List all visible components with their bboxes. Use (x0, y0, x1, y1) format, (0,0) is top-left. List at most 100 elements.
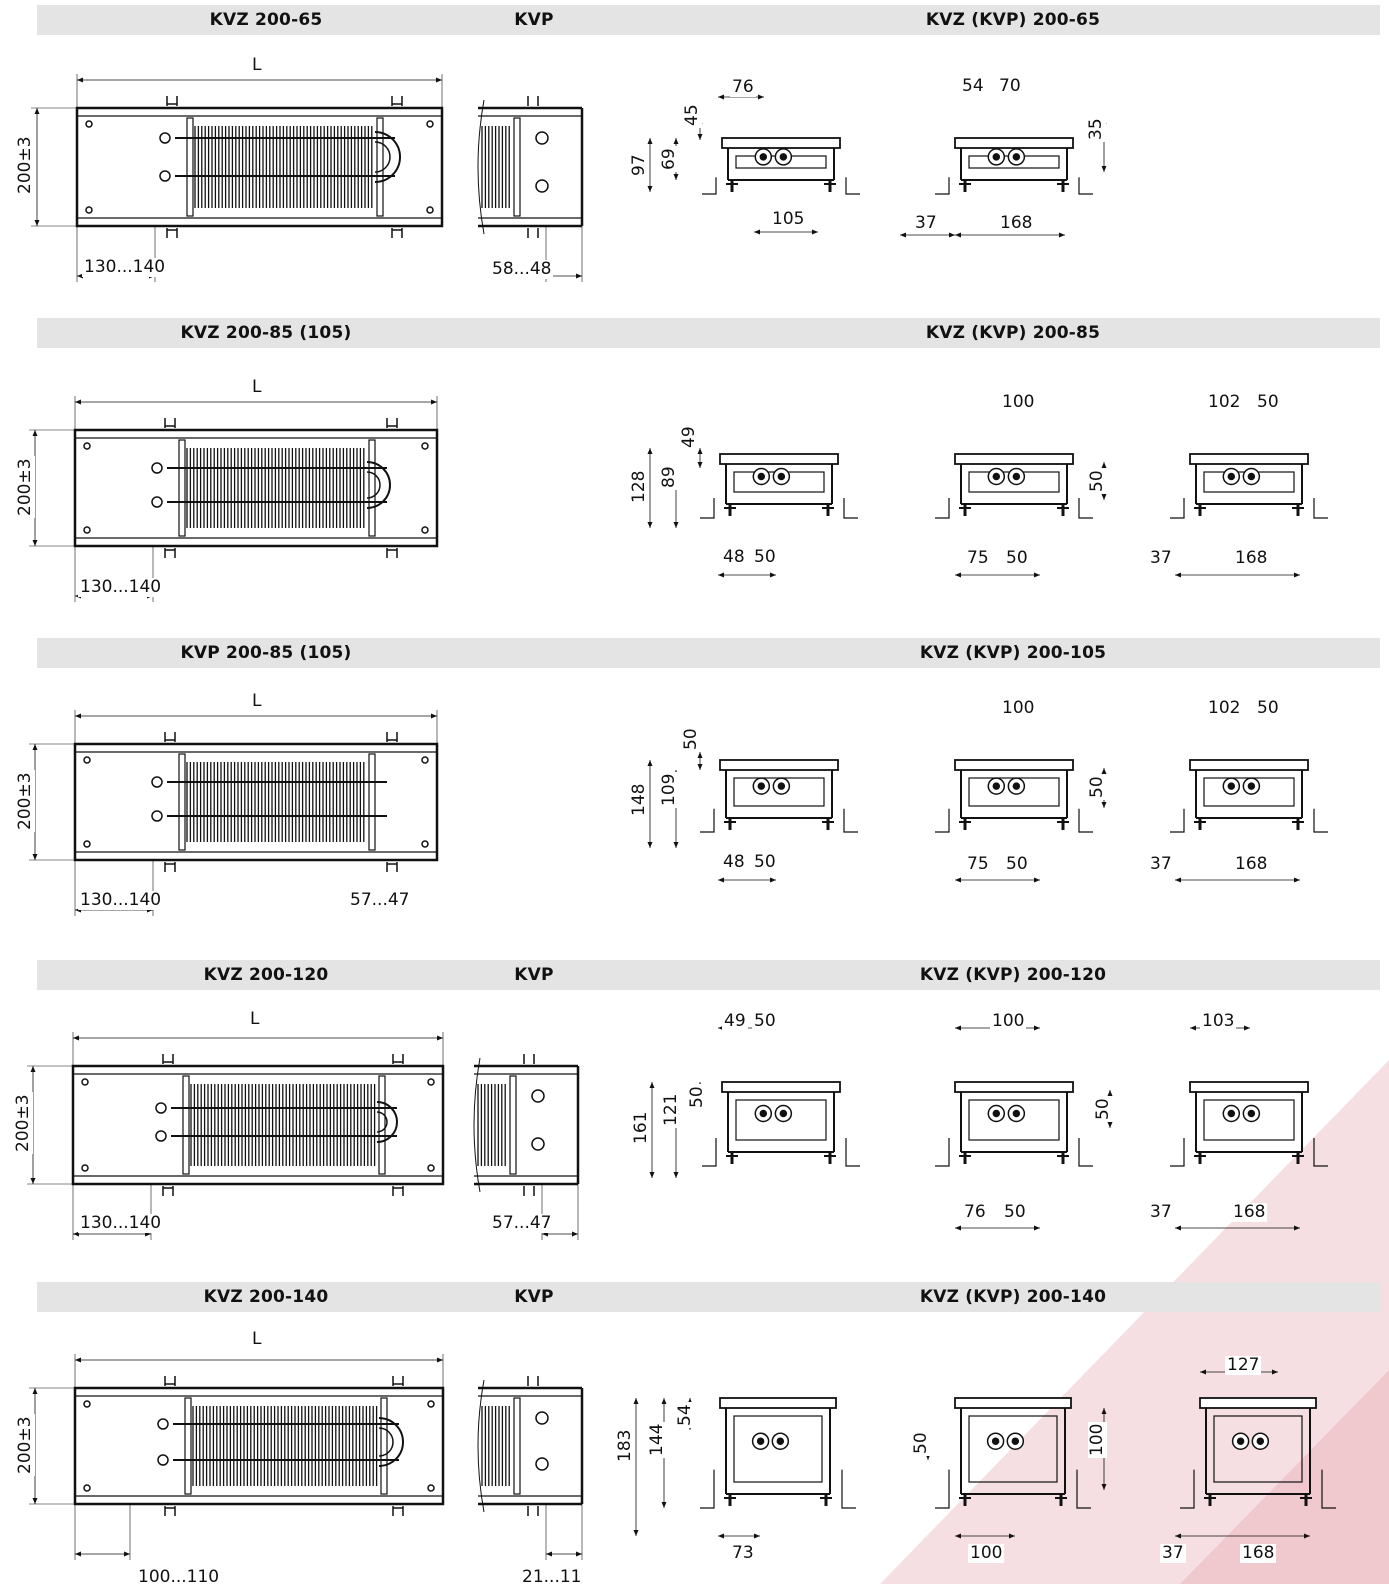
dim-label: 144 (647, 1421, 667, 1458)
valve (531, 1137, 545, 1151)
grille (721, 1081, 841, 1093)
dim-label: 37 (1148, 1202, 1174, 1222)
dim-label: 37 (1160, 1543, 1186, 1563)
band-title: KVZ (KVP) 200-65 (925, 10, 1101, 30)
dimension-arrow (75, 1551, 130, 1557)
dim-offset-left: 130...140 (78, 890, 164, 910)
dim-label: 76 (730, 77, 756, 97)
pipe-core (776, 1437, 785, 1445)
dim-label: 50 (1087, 774, 1107, 800)
band-title: KVP (514, 965, 554, 985)
grille (1189, 453, 1309, 465)
support-plate (378, 1075, 386, 1175)
valve (535, 131, 549, 145)
heat-exchanger-block (1203, 1099, 1295, 1141)
dimension-arrow (697, 448, 703, 468)
dim-label: 168 (1233, 854, 1270, 874)
mounting-bracket (164, 732, 176, 742)
fixing-screw (427, 1078, 435, 1086)
dimension-arrow (955, 1533, 1015, 1539)
mounting-bracket (164, 1376, 176, 1386)
dim-label: 102 (1206, 392, 1243, 412)
dim-offset-left: 130...140 (78, 577, 164, 597)
grille (719, 1397, 837, 1409)
pipe-core (779, 153, 788, 161)
mounting-bracket (166, 96, 178, 106)
valve (535, 1457, 549, 1471)
dim-offset-right: 58...48 (490, 259, 554, 279)
grille (1189, 759, 1309, 771)
grille (1189, 1081, 1309, 1093)
grille (954, 453, 1074, 465)
floor-line (1170, 1138, 1328, 1167)
dim-label: 50 (687, 1084, 707, 1110)
fixing-screw (85, 206, 93, 214)
fixing-screw (83, 1400, 91, 1408)
mounting-bracket (527, 228, 539, 238)
pipe-bend (376, 1101, 398, 1143)
heat-exchanger-block (1213, 1415, 1303, 1483)
pipe-core (759, 1109, 768, 1118)
pipe-bend (374, 141, 391, 173)
valve (155, 1130, 167, 1142)
pipe-core (777, 782, 786, 790)
dim-label: 76 (962, 1202, 988, 1222)
pipe-bend (378, 1417, 404, 1467)
band-title: KVP 200-85 (105) (180, 643, 352, 663)
mounting-bracket (392, 1186, 404, 1196)
mounting-bracket (162, 1186, 174, 1196)
dim-length: L (250, 691, 264, 711)
title-band: KVZ 200-140 KVP KVZ (KVP) 200-140 (37, 1282, 1380, 1312)
pipe-core (759, 153, 768, 161)
band-title: KVZ (KVP) 200-140 (919, 1287, 1107, 1307)
pipe-core (992, 472, 1001, 481)
mounting-bracket (164, 1506, 176, 1516)
floor-line (935, 498, 1093, 519)
dim-label: 50 (1255, 698, 1281, 718)
heat-exchanger-block (733, 1415, 823, 1483)
grille (719, 759, 839, 771)
mounting-bracket (523, 1186, 535, 1196)
pipe-bend (366, 471, 381, 499)
dimension-arrow (718, 877, 776, 883)
dimension-arrow (647, 138, 653, 192)
support-plate (182, 1075, 190, 1175)
valve (157, 1454, 169, 1466)
pipe-core (1227, 472, 1236, 481)
dim-label: 128 (629, 468, 649, 505)
dim-label: 75 (965, 854, 991, 874)
fixing-screw (83, 840, 91, 848)
pipe-core (1227, 782, 1236, 790)
dim-label: 54 (960, 76, 986, 96)
fixing-screw (85, 120, 93, 128)
dim-offset-left: 130...140 (82, 257, 168, 277)
fixing-screw (81, 1078, 89, 1086)
dim-height: 200±3 (15, 456, 35, 518)
dim-label: 50 (1255, 392, 1281, 412)
dim-label: 73 (730, 1543, 756, 1563)
pipe-core (991, 1437, 1000, 1445)
valve (155, 1102, 167, 1114)
valve (159, 132, 171, 144)
dimension-arrow (1190, 1025, 1250, 1031)
fixing-screw (427, 1400, 435, 1408)
dim-height: 200±3 (13, 1092, 33, 1154)
mounting-bracket (527, 96, 539, 106)
pipe-core (1236, 1437, 1245, 1445)
dim-label: 102 (1206, 698, 1243, 718)
dim-label: 97 (629, 152, 649, 178)
dim-label: 168 (1231, 1202, 1268, 1222)
title-band: KVP 200-85 (105) KVZ (KVP) 200-105 (37, 638, 1380, 668)
dim-offset-left: 130...140 (78, 1213, 164, 1233)
dim-label: 50 (681, 726, 701, 752)
heat-exchanger-block (968, 1415, 1058, 1483)
convector-frame (73, 428, 439, 548)
dim-label: 100 (1087, 1421, 1107, 1458)
mounting-bracket (164, 418, 176, 428)
band-title: KVZ 200-140 (203, 1287, 329, 1307)
pipe-core (779, 1109, 788, 1118)
floor-line (935, 808, 1093, 833)
fixing-screw (83, 756, 91, 764)
